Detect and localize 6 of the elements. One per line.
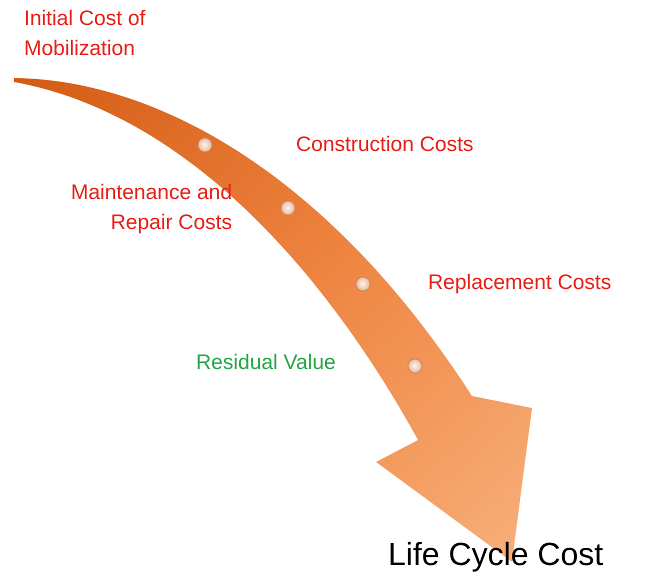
text-label: Replacement Costs <box>428 270 612 296</box>
text-label: Maintenance and Repair Costs <box>70 180 232 236</box>
text-label: Life Cycle Cost <box>388 535 604 574</box>
text-label: Construction Costs <box>296 132 474 158</box>
text-label: Residual Value <box>196 350 337 376</box>
text-label: Initial Cost of Mobilization <box>24 6 146 62</box>
